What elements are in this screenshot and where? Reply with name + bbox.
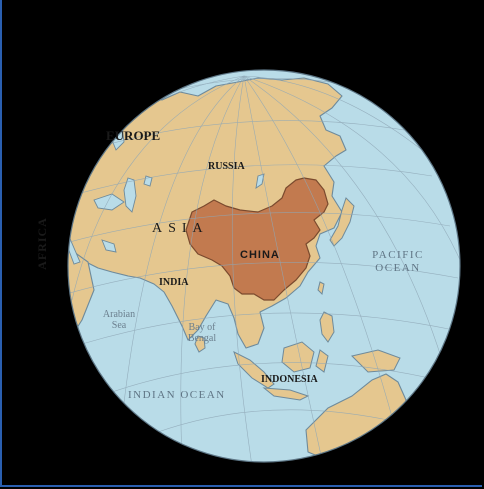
lake-baikal xyxy=(255,173,265,189)
black-sea xyxy=(93,193,125,211)
sri-lanka xyxy=(194,335,206,353)
red-sea xyxy=(68,231,81,265)
meridian-line xyxy=(121,75,245,421)
taiwan xyxy=(317,281,325,296)
label-russia: RUSSIA xyxy=(208,161,245,172)
globe-outline xyxy=(67,69,461,463)
label-china: CHINA xyxy=(240,249,280,261)
meridian-line xyxy=(231,75,253,462)
philippines xyxy=(319,311,335,343)
meridian-line xyxy=(71,75,245,301)
parallel-line xyxy=(81,312,455,345)
parallel-line xyxy=(157,409,407,433)
meridian-line xyxy=(243,75,423,151)
label-indonesia: INDONESIA xyxy=(261,374,318,385)
africa-landmass xyxy=(68,187,95,363)
caspian-sea xyxy=(123,177,137,213)
label-indian-ocean: INDIAN OCEAN xyxy=(128,389,226,401)
borneo xyxy=(281,341,315,373)
label-pacific-ocean: PACIFIC OCEAN xyxy=(372,249,424,274)
china-region xyxy=(185,177,329,301)
meridian-line xyxy=(180,75,245,461)
label-europe: EUROPE xyxy=(106,128,161,143)
parallel-line xyxy=(69,164,433,197)
meridian-line xyxy=(243,75,443,361)
label-asia: ASIA xyxy=(152,221,209,236)
parallel-line xyxy=(87,120,405,151)
java xyxy=(262,387,310,401)
parallel-line xyxy=(68,262,459,295)
meridian-line xyxy=(243,75,323,461)
meridian-line xyxy=(243,75,395,425)
meridian-line xyxy=(243,75,460,261)
label-africa: AFRICA xyxy=(34,217,49,270)
label-arabian-sea: Arabian Sea xyxy=(102,309,136,331)
sulawesi xyxy=(315,349,329,373)
label-bay-of-bengal: Bay of Bengal xyxy=(187,322,217,344)
label-india: INDIA xyxy=(159,277,189,288)
new-guinea xyxy=(351,349,401,373)
sumatra xyxy=(233,351,275,389)
parallel-line xyxy=(68,212,451,245)
parallel-line xyxy=(111,362,439,393)
persian-gulf xyxy=(101,239,117,253)
